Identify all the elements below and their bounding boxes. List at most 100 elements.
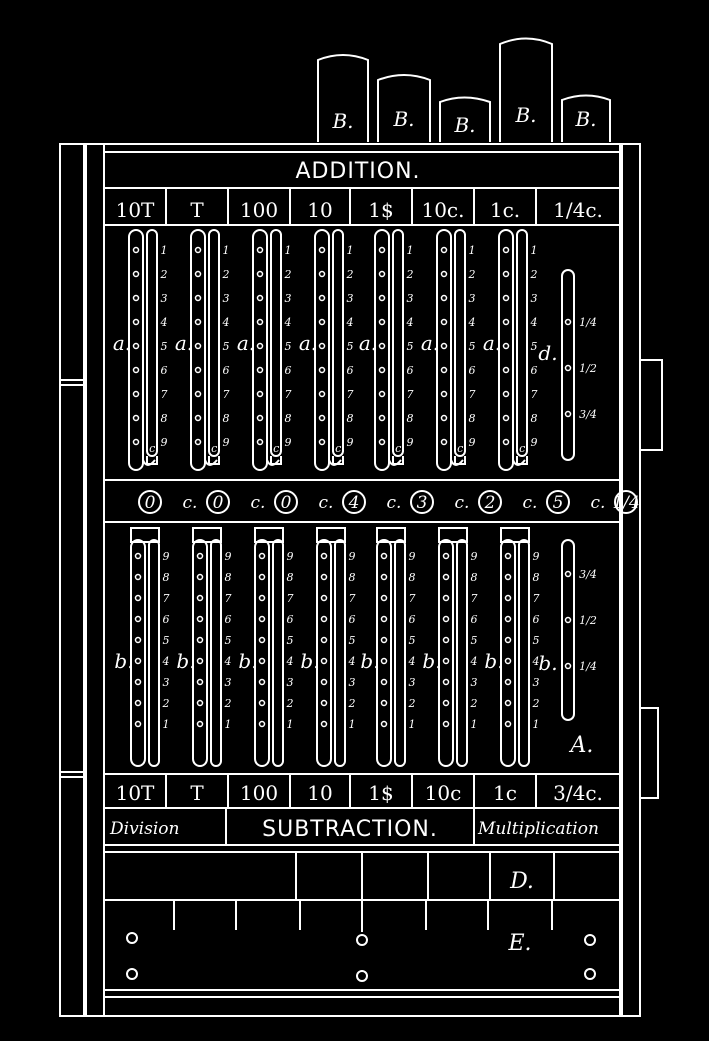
digit-hole[interactable] — [378, 366, 386, 374]
digit-hole[interactable] — [258, 699, 266, 707]
digit-hole[interactable] — [502, 342, 510, 350]
digit-hole[interactable] — [318, 390, 326, 398]
digit-hole[interactable] — [256, 318, 264, 326]
digit-hole[interactable] — [504, 678, 512, 686]
digit-hole[interactable] — [442, 678, 450, 686]
digit-hole[interactable] — [196, 699, 204, 707]
digit-hole[interactable] — [320, 573, 328, 581]
digit-hole[interactable] — [380, 615, 388, 623]
digit-hole[interactable] — [440, 294, 448, 302]
digit-hole[interactable] — [442, 699, 450, 707]
digit-hole[interactable] — [132, 318, 140, 326]
digit-hole[interactable] — [502, 366, 510, 374]
digit-hole[interactable] — [378, 246, 386, 254]
digit-hole[interactable] — [440, 270, 448, 278]
digit-hole[interactable] — [318, 318, 326, 326]
digit-hole[interactable] — [378, 414, 386, 422]
digit-hole[interactable] — [196, 678, 204, 686]
digit-hole[interactable] — [256, 342, 264, 350]
digit-hole[interactable] — [440, 390, 448, 398]
digit-hole[interactable] — [318, 342, 326, 350]
digit-hole[interactable] — [380, 678, 388, 686]
digit-hole[interactable] — [380, 552, 388, 560]
plunger-1[interactable] — [317, 54, 369, 142]
digit-hole[interactable] — [502, 318, 510, 326]
digit-hole[interactable] — [320, 594, 328, 602]
digit-hole[interactable] — [504, 594, 512, 602]
digit-hole[interactable] — [134, 699, 142, 707]
digit-hole[interactable] — [194, 438, 202, 446]
digit-hole[interactable] — [194, 414, 202, 422]
digit-hole[interactable] — [442, 636, 450, 644]
digit-hole[interactable] — [378, 270, 386, 278]
digit-hole[interactable] — [380, 699, 388, 707]
digit-hole[interactable] — [320, 699, 328, 707]
fraction-hole[interactable] — [564, 318, 572, 326]
quarter-addition-tube[interactable]: 1/41/23/4d. — [538, 269, 597, 461]
digit-hole[interactable] — [380, 636, 388, 644]
plunger-5[interactable] — [561, 94, 611, 143]
digit-hole[interactable] — [442, 657, 450, 665]
digit-hole[interactable] — [502, 294, 510, 302]
plunger-2[interactable] — [377, 74, 431, 142]
digit-hole[interactable] — [378, 294, 386, 302]
digit-hole[interactable] — [502, 390, 510, 398]
quarter-subtraction-tube[interactable]: 3/41/21/4b. — [538, 539, 597, 721]
digit-hole[interactable] — [258, 678, 266, 686]
digit-hole[interactable] — [440, 246, 448, 254]
digit-hole[interactable] — [440, 366, 448, 374]
digit-hole[interactable] — [318, 366, 326, 374]
digit-hole[interactable] — [442, 615, 450, 623]
digit-hole[interactable] — [134, 573, 142, 581]
digit-hole[interactable] — [380, 657, 388, 665]
digit-hole[interactable] — [256, 294, 264, 302]
digit-hole[interactable] — [442, 552, 450, 560]
digit-hole[interactable] — [258, 657, 266, 665]
digit-hole[interactable] — [320, 636, 328, 644]
digit-hole[interactable] — [378, 342, 386, 350]
digit-hole[interactable] — [442, 573, 450, 581]
digit-hole[interactable] — [256, 246, 264, 254]
digit-hole[interactable] — [194, 246, 202, 254]
side-latch[interactable] — [640, 707, 659, 799]
digit-hole[interactable] — [440, 318, 448, 326]
digit-hole[interactable] — [318, 438, 326, 446]
digit-hole[interactable] — [132, 366, 140, 374]
digit-hole[interactable] — [194, 318, 202, 326]
digit-hole[interactable] — [440, 414, 448, 422]
digit-hole[interactable] — [258, 552, 266, 560]
digit-hole[interactable] — [320, 678, 328, 686]
digit-hole[interactable] — [132, 342, 140, 350]
digit-hole[interactable] — [196, 552, 204, 560]
digit-hole[interactable] — [132, 270, 140, 278]
digit-hole[interactable] — [132, 294, 140, 302]
digit-hole[interactable] — [134, 720, 142, 728]
digit-hole[interactable] — [196, 594, 204, 602]
digit-hole[interactable] — [380, 594, 388, 602]
digit-hole[interactable] — [504, 552, 512, 560]
digit-hole[interactable] — [258, 594, 266, 602]
digit-hole[interactable] — [194, 366, 202, 374]
digit-hole[interactable] — [132, 438, 140, 446]
digit-hole[interactable] — [380, 573, 388, 581]
digit-hole[interactable] — [132, 246, 140, 254]
digit-hole[interactable] — [502, 270, 510, 278]
digit-hole[interactable] — [194, 342, 202, 350]
digit-hole[interactable] — [320, 552, 328, 560]
digit-hole[interactable] — [256, 414, 264, 422]
fraction-hole[interactable] — [564, 616, 572, 624]
digit-hole[interactable] — [134, 636, 142, 644]
fraction-hole[interactable] — [564, 570, 572, 578]
digit-hole[interactable] — [502, 246, 510, 254]
digit-hole[interactable] — [380, 720, 388, 728]
